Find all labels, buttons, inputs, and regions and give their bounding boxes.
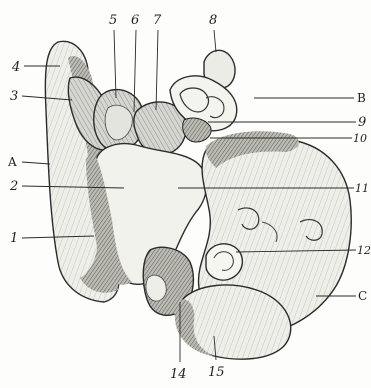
loop-12	[206, 244, 242, 280]
leader-7	[156, 30, 158, 110]
label-8: 8	[209, 13, 217, 28]
label-C: C	[358, 289, 367, 303]
label-B: B	[357, 91, 366, 105]
label-5: 5	[109, 13, 117, 28]
label-6: 6	[131, 13, 139, 28]
label-4: 4	[11, 60, 20, 75]
leader-A	[22, 162, 50, 164]
label-12: 12	[357, 244, 371, 257]
label-A: A	[7, 155, 17, 169]
leader-5	[114, 30, 116, 98]
label-11: 11	[355, 182, 369, 195]
label-9: 9	[358, 115, 366, 130]
label-2: 2	[9, 179, 18, 194]
stalk-highlight	[146, 275, 166, 301]
leader-8	[214, 30, 216, 52]
label-10: 10	[353, 132, 367, 145]
label-3: 3	[10, 89, 18, 104]
label-7: 7	[153, 13, 162, 28]
label-15: 15	[208, 365, 225, 380]
label-14: 14	[170, 367, 187, 382]
label-1: 1	[10, 231, 18, 246]
